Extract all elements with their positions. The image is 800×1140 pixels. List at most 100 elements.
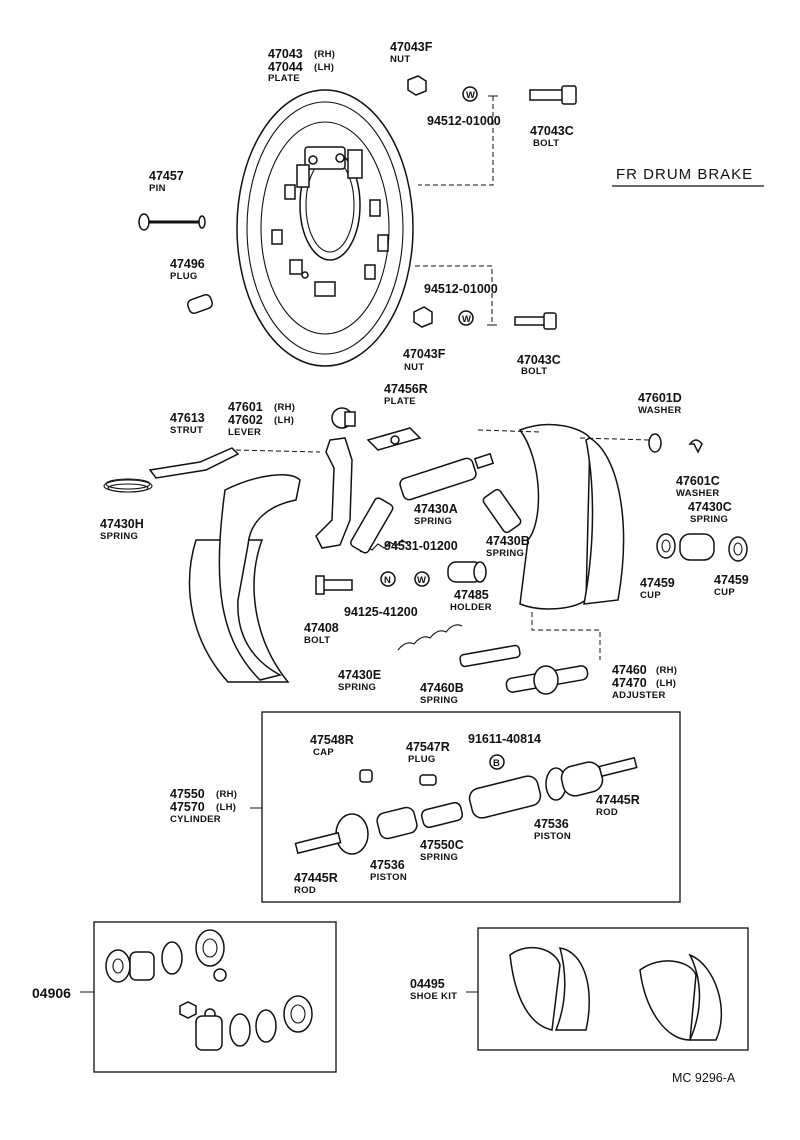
spring-e-name: SPRING [338,682,376,693]
washer-w-pn: 94531-01200 [384,539,458,553]
rod-right-name: ROD [596,807,618,818]
lever-rh: (RH) [274,402,295,413]
spring-c-name: SPRING [690,514,728,525]
lower-springs-drawing [397,624,521,668]
cap-pn: 47548R [310,733,354,747]
plug-top-pn: 47496 [170,257,205,271]
nut-n-symbol: N [384,575,391,586]
piston-right-pn: 47536 [534,817,569,831]
washer-top-pn: 94512-01000 [427,114,501,128]
cup-right-pn: 47459 [714,573,749,587]
adjuster-lh: (LH) [656,678,676,689]
small-washers-drawing: N W [380,561,487,587]
spring-b-pn: 47430B [486,534,530,548]
drawing-code: MC 9296-A [672,1071,736,1085]
rod-right-pn: 47445R [596,793,640,807]
spring-550c-name: SPRING [420,852,458,863]
cylinder-pn-lh: 47570 [170,800,205,814]
spring-e-pn: 47430E [338,668,381,682]
cylinder-box [261,711,681,903]
cup-left-name: CUP [640,590,661,601]
plate-pn-rh: 47043 [268,47,303,61]
bolt-408-name: BOLT [304,635,330,646]
spring-h-pn: 47430H [100,517,144,531]
small-plate-drawing [366,427,422,451]
adjuster-rh: (RH) [656,665,677,676]
pin-pn: 47457 [149,169,184,183]
cup-right-name: CUP [714,587,735,598]
plate-name: PLATE [268,73,300,84]
spring-460b-name: SPRING [420,695,458,706]
washer-mid-pn: 94512-01000 [424,282,498,296]
piston-right-name: PISTON [534,831,571,842]
plug-drawing [186,293,214,315]
spring-a-pn: 47430A [414,502,458,516]
bolt-mid-pn: 47043C [517,353,561,367]
strut-drawing [148,447,321,479]
nut-top-pn: 47043F [390,40,433,54]
cylinder-name: CYLINDER [170,814,221,825]
lever-lh: (LH) [274,415,294,426]
adjuster-pn-rh: 47460 [612,663,647,677]
spring-47430h-drawing [103,478,153,493]
right-small-parts-drawing [648,433,748,562]
cap-name: CAP [313,747,334,758]
bolt-mid-name: BOLT [521,366,547,377]
washer-top-symbol: W [466,90,475,101]
spring-c-pn: 47430C [688,500,732,514]
washer-mid-symbol: W [462,314,471,325]
plate-small-pn: 47456R [384,382,428,396]
cylinder-lh: (LH) [216,802,236,813]
shoe-kit-box [477,927,749,1051]
kit-04906-box [93,921,337,1073]
cylinder-pn-rh: 47550 [170,787,205,801]
bolt-top-pn: 47043C [530,124,574,138]
plate-rh: (RH) [314,49,335,60]
bolt-47408-drawing [315,575,353,595]
pin-name: PIN [149,183,166,194]
backing-plate-drawing [236,89,414,367]
washer-w-symbol: W [417,575,426,586]
adjuster-drawing [505,665,589,695]
nut-top-name: NUT [390,54,410,65]
plate-pn-lh: 47044 [268,60,303,74]
plug-cyl-pn: 47547R [406,740,450,754]
washer-d-pn: 47601D [638,391,682,405]
kit-04906-drawing [80,929,313,1051]
cylinder-exploded-drawing: B [250,754,638,855]
plug-top-name: PLUG [170,271,198,282]
mini-cylinder-drawing [399,452,495,501]
holder-pn: 47485 [454,588,489,602]
cup-left-pn: 47459 [640,576,675,590]
adjuster-name: ADJUSTER [612,690,666,701]
rod-left-name: ROD [294,885,316,896]
piston-left-pn: 47536 [370,858,405,872]
bolt-b-symbol: B [493,758,500,769]
spring-h-name: SPRING [100,531,138,542]
bolt-top-name: BOLT [533,138,559,149]
lever-pn-lh: 47602 [228,413,263,427]
right-shoe-drawing [477,423,651,660]
plate-lh: (LH) [314,62,334,73]
holder-name: HOLDER [450,602,492,613]
washer-d-name: WASHER [638,405,682,416]
lever-name: LEVER [228,427,261,438]
spring-460b-pn: 47460B [420,681,464,695]
nut-n-pn: 94125-41200 [344,605,418,619]
diagram-title: FR DRUM BRAKE [616,166,753,183]
spring-47430b-drawing [482,488,522,534]
shoe-kit-name: SHOE KIT [410,991,457,1002]
washer-c-pn: 47601C [676,474,720,488]
kit-cyl-pn: 04906 [32,985,71,1001]
spring-b-name: SPRING [486,548,524,559]
top-fastener-drawings: W [407,75,577,186]
adjuster-pn-lh: 47470 [612,676,647,690]
bolt-b-pn: 91611-40814 [468,732,541,746]
nut-mid-pn: 47043F [403,347,446,361]
lever-pn-rh: 47601 [228,400,263,414]
pin-drawing [138,213,206,231]
spring-a-name: SPRING [414,516,452,527]
strut-name: STRUT [170,425,203,436]
cylinder-rh: (RH) [216,789,237,800]
